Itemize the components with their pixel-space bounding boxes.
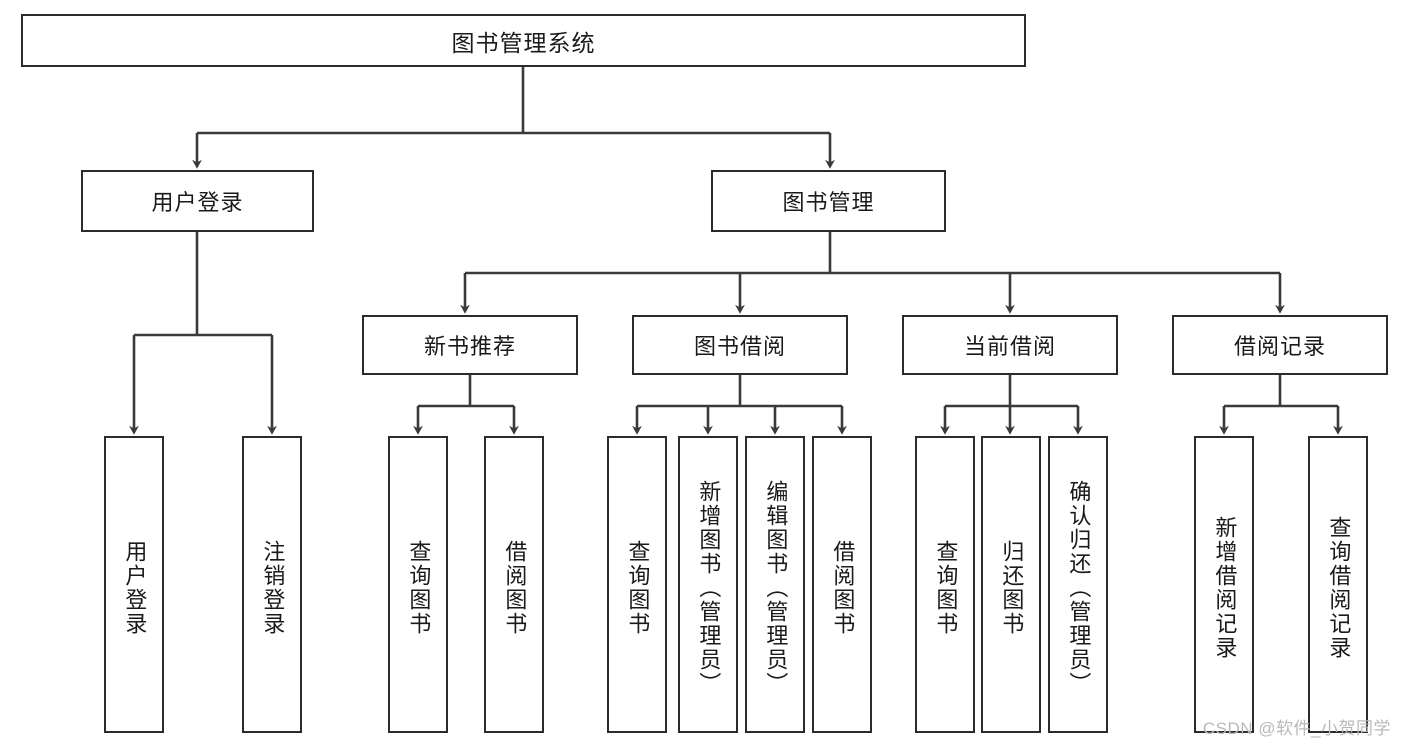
node-new-book-recommend[interactable]: 新书推荐 <box>362 315 578 375</box>
node-label: 归还图书 <box>999 539 1025 636</box>
leaf-edit-book-admin[interactable]: 编辑图书（管理员） <box>745 436 805 733</box>
leaf-query-book-current[interactable]: 查询图书 <box>915 436 975 733</box>
node-label: 借阅图书 <box>830 539 856 636</box>
leaf-confirm-return-admin[interactable]: 确认归还（管理员） <box>1048 436 1108 733</box>
leaf-query-book-borrow[interactable]: 查询图书 <box>607 436 667 733</box>
leaf-borrow-book[interactable]: 借阅图书 <box>812 436 872 733</box>
leaf-logout[interactable]: 注销登录 <box>242 436 302 733</box>
node-label: 借阅图书 <box>502 539 528 636</box>
node-label: 查询借阅记录 <box>1326 515 1352 660</box>
node-label: 图书管理 <box>782 190 875 215</box>
node-label: 确认归还（管理员） <box>1066 479 1092 696</box>
node-book-borrow[interactable]: 图书借阅 <box>632 315 848 375</box>
node-label: 新增借阅记录 <box>1212 515 1238 660</box>
watermark: CSDN @软件_小贺同学 <box>1202 719 1391 738</box>
leaf-query-borrow-record[interactable]: 查询借阅记录 <box>1308 436 1368 733</box>
node-label: 查询图书 <box>406 539 432 636</box>
node-label: 编辑图书（管理员） <box>763 479 789 696</box>
node-label: 查询图书 <box>933 539 959 636</box>
node-label: 查询图书 <box>625 539 651 636</box>
node-borrow-record[interactable]: 借阅记录 <box>1172 315 1388 375</box>
node-label: 当前借阅 <box>963 334 1056 359</box>
node-label: 图书借阅 <box>693 334 786 359</box>
leaf-add-book-admin[interactable]: 新增图书（管理员） <box>678 436 738 733</box>
leaf-add-borrow-record[interactable]: 新增借阅记录 <box>1194 436 1254 733</box>
node-label: 图书管理系统 <box>451 29 596 56</box>
leaf-query-book-new[interactable]: 查询图书 <box>388 436 448 733</box>
leaf-user-login[interactable]: 用户登录 <box>104 436 164 733</box>
node-user-login[interactable]: 用户登录 <box>81 170 314 232</box>
node-label: 注销登录 <box>260 539 286 636</box>
leaf-borrow-book-new[interactable]: 借阅图书 <box>484 436 544 733</box>
node-label: 用户登录 <box>122 539 148 636</box>
node-label: 用户登录 <box>151 190 244 215</box>
leaf-return-book[interactable]: 归还图书 <box>981 436 1041 733</box>
node-label: 借阅记录 <box>1233 334 1326 359</box>
node-root[interactable]: 图书管理系统 <box>21 14 1026 67</box>
node-label: 新书推荐 <box>423 334 516 359</box>
node-current-borrow[interactable]: 当前借阅 <box>902 315 1118 375</box>
node-label: 新增图书（管理员） <box>696 479 722 696</box>
node-book-management[interactable]: 图书管理 <box>711 170 946 232</box>
